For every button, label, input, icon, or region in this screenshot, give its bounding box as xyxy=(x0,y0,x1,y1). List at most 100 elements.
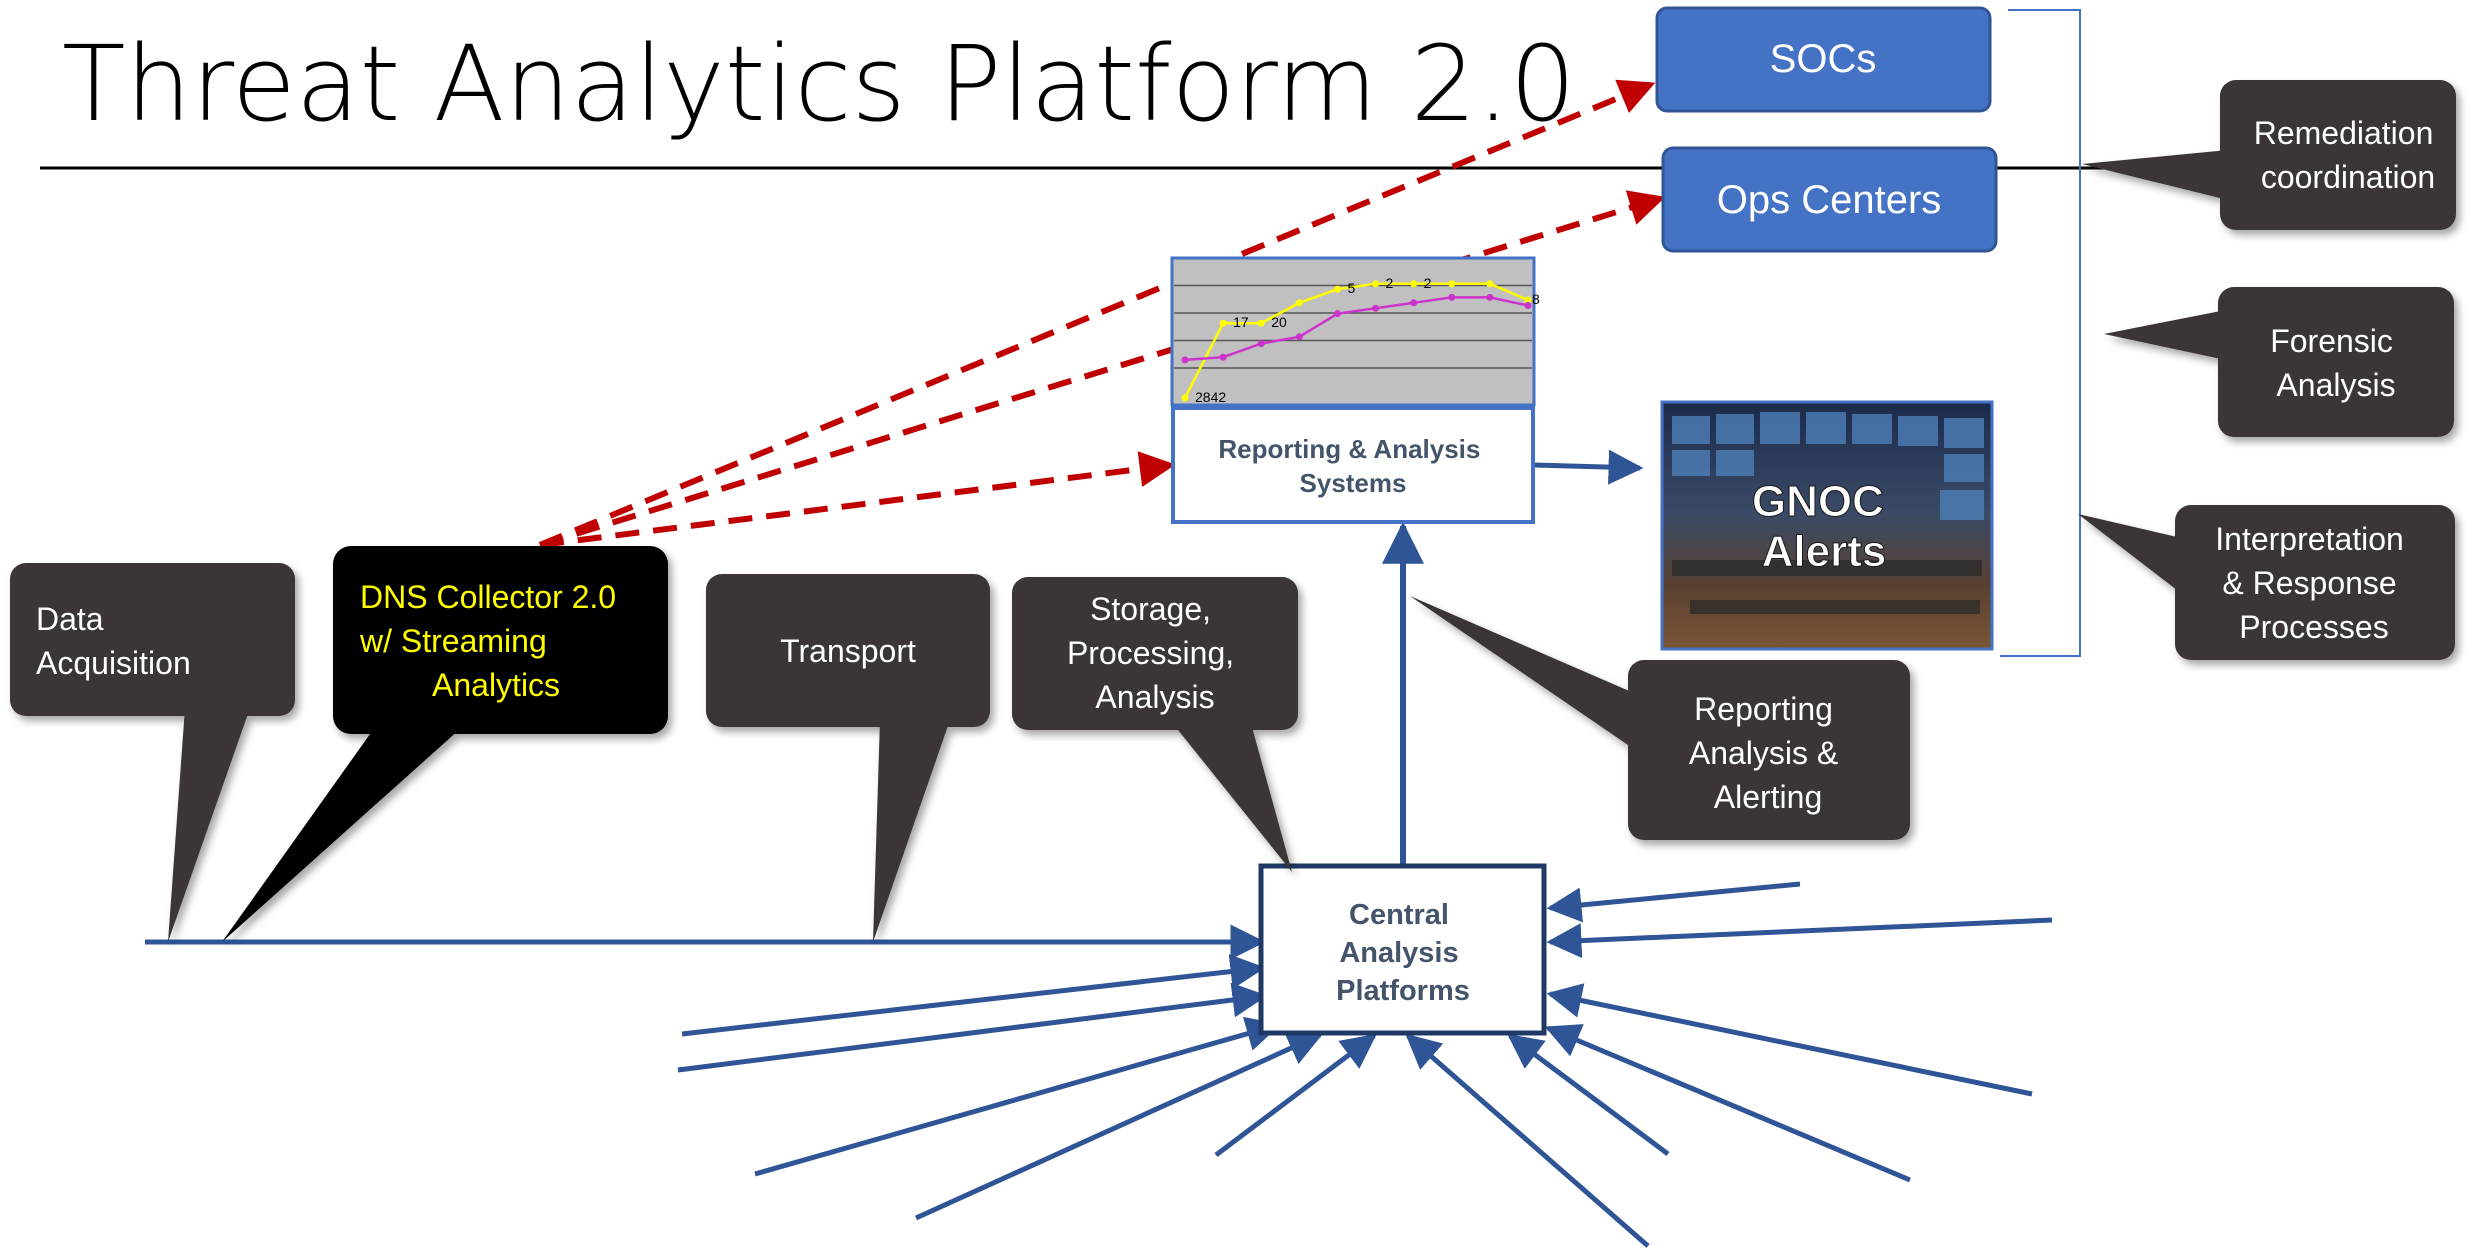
callout-text: Analysis xyxy=(1095,679,1214,715)
incoming-arrow xyxy=(681,954,1266,1037)
chart-point xyxy=(1333,285,1341,293)
central-box-label: Analysis xyxy=(1339,937,1458,969)
callout-data-acquisition: Data Acquisition xyxy=(10,563,295,942)
callout-dns-collector: DNS Collector 2.0 w/ Streaming Analytics xyxy=(222,546,668,942)
gnoc-alerts-image: GNOC Alerts xyxy=(1660,400,1994,651)
chart-series xyxy=(1181,280,1532,402)
chart-point xyxy=(1219,319,1227,327)
callout-text: Storage, xyxy=(1090,591,1211,627)
callout-text: Interpretation xyxy=(2215,521,2404,557)
chart-point xyxy=(1486,293,1494,301)
gnoc-monitor-wall xyxy=(1672,412,1984,520)
svg-text:DNS Collector 2.0 w/ S: DNS Collector 2.0 w/ Streaming Analytics xyxy=(359,579,625,703)
callout-text: Forensic xyxy=(2270,323,2393,359)
callout-text: Reporting xyxy=(1694,691,1833,727)
dashed-arrow-socs xyxy=(538,79,1656,548)
chart-data-label: 2842 xyxy=(1195,389,1226,405)
reporting-systems-label: Systems xyxy=(1300,468,1407,498)
socs-label: SOCs xyxy=(1770,37,1877,81)
callout-text: Transport xyxy=(780,633,916,669)
callout-text: coordination xyxy=(2261,159,2435,195)
gnoc-label: GNOC xyxy=(1752,477,1884,526)
svg-text:Reporting Analysis &: Reporting Analysis & Alerting xyxy=(1689,691,1847,815)
socs-box: SOCs xyxy=(1655,6,1992,113)
incoming-arrows xyxy=(677,881,2053,1248)
incoming-arrow xyxy=(677,982,1268,1073)
incoming-arrow xyxy=(1405,1033,1650,1248)
chart-point xyxy=(1372,304,1380,312)
gnoc-desks xyxy=(1672,560,1982,614)
callout-storage: Storage, Processing, Analysis xyxy=(1012,577,1298,872)
callout-text: Analysis & xyxy=(1689,735,1838,771)
chart-series-line xyxy=(1184,296,1529,362)
incoming-arrow xyxy=(1544,1024,1911,1183)
incoming-arrow xyxy=(914,1032,1324,1221)
arrow-reporting-to-gnoc xyxy=(1533,449,1644,485)
chart-point xyxy=(1410,280,1418,288)
ops-centers-label: Ops Centers xyxy=(1717,178,1942,222)
chart-point xyxy=(1257,340,1265,348)
chart-point xyxy=(1372,280,1380,288)
callout-text: Alerting xyxy=(1714,779,1823,815)
callout-text: Remediation xyxy=(2254,115,2434,151)
callout-text: DNS Collector 2.0 xyxy=(360,579,616,615)
callout-text: Analytics xyxy=(432,667,560,703)
svg-text:Storage, Processing,: Storage, Processing, Analysis xyxy=(1067,591,1243,715)
chart-point xyxy=(1524,302,1532,310)
chart-point xyxy=(1448,280,1456,288)
callout-interpretation: Interpretation & Response Processes xyxy=(2078,505,2455,660)
callout-remediation: Remediation coordination xyxy=(2082,80,2456,230)
callout-text: Acquisition xyxy=(36,645,191,681)
chart-point xyxy=(1181,356,1189,364)
callout-reporting-alerting: Reporting Analysis & Alerting xyxy=(1410,596,1910,840)
callout-text: Processing, xyxy=(1067,635,1234,671)
ops-centers-box: Ops Centers xyxy=(1661,146,1998,253)
reporting-systems-box: Reporting & Analysis Systems xyxy=(1171,406,1535,524)
dashed-arrows xyxy=(538,79,1666,548)
callout-text: & Response xyxy=(2222,565,2396,601)
incoming-arrow xyxy=(1546,917,2053,959)
callout-forensic: Forensic Analysis xyxy=(2104,287,2454,437)
chart-point xyxy=(1486,280,1494,288)
chart-series-line xyxy=(1183,282,1529,399)
chart-data-label: 5 xyxy=(1347,280,1355,296)
central-box-label: Platforms xyxy=(1336,975,1470,1007)
chart-data-label: 17 xyxy=(1233,314,1249,330)
chart-point xyxy=(1295,299,1303,307)
incoming-arrow xyxy=(1546,983,2033,1097)
incoming-arrow xyxy=(1507,1033,1670,1157)
callout-transport: Transport xyxy=(706,574,990,942)
incoming-arrow xyxy=(1214,1033,1377,1157)
callout-text: Data xyxy=(36,601,104,637)
svg-text:Remediation coordinati: Remediation coordination xyxy=(2254,115,2443,195)
central-box-label: Central xyxy=(1349,899,1449,931)
chart-data-label: 8 xyxy=(1532,291,1540,307)
chart-grid xyxy=(1174,284,1532,369)
dashed-arrow-reporting xyxy=(539,451,1176,548)
svg-text:Interpretation & Respo: Interpretation & Response Processes xyxy=(2215,521,2412,645)
chart-point xyxy=(1181,394,1189,402)
incoming-arrow xyxy=(754,1016,1282,1177)
bracket xyxy=(2000,9,2081,657)
central-analysis-box: Central Analysis Platforms xyxy=(1258,863,1547,1036)
svg-text:Reporting & Analysis Sys: Reporting & Analysis Systems xyxy=(1218,434,1487,498)
chart-point xyxy=(1333,310,1341,318)
page-title: Threat Analytics Platform 2.0 xyxy=(62,23,1576,145)
chart-point xyxy=(1257,319,1265,327)
callout-text: Processes xyxy=(2239,609,2388,645)
chart-point xyxy=(1295,333,1303,341)
incoming-arrow xyxy=(1546,881,1801,923)
chart-data-label: 2 xyxy=(1386,275,1394,291)
svg-text:Data Acquisition: Data Acquisition xyxy=(36,601,191,681)
callout-text: Analysis xyxy=(2276,367,2395,403)
callout-text: w/ Streaming xyxy=(359,623,547,659)
svg-text:GNOC Alerts: GNOC Alerts xyxy=(1752,477,1896,576)
chart-point xyxy=(1219,353,1227,361)
chart-point xyxy=(1524,296,1532,304)
chart-point xyxy=(1410,299,1418,307)
svg-text:Forensic Analysis: Forensic Analysis xyxy=(2270,323,2402,403)
chart-data-label: 2 xyxy=(1424,275,1432,291)
dashed-arrow-ops xyxy=(539,190,1666,548)
